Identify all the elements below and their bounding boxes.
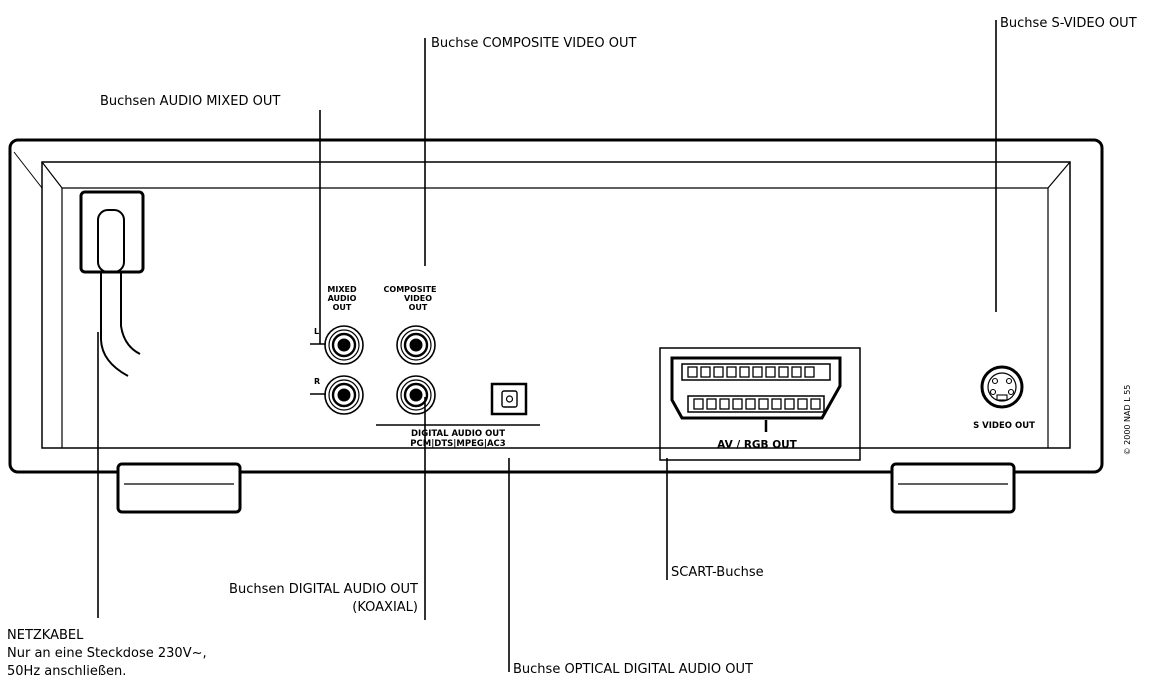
callout-digital-audio-coax-line2: (KOAXIAL) xyxy=(352,600,418,615)
scart-connector xyxy=(659,347,861,461)
scart-shell xyxy=(670,356,842,420)
composite-text-1: COMPOSITE xyxy=(384,285,437,294)
callout-digital-audio-coax-line1: Buchsen DIGITAL AUDIO OUT xyxy=(229,582,418,597)
power-cord xyxy=(79,190,145,377)
mixed-audio-text-3: OUT xyxy=(333,303,352,312)
rca-jack-digital-coax xyxy=(396,375,436,415)
digital-audio-out-panel-label: DIGITAL AUDIO OUT PCM|DTS|MPEG|AC3 xyxy=(410,429,506,449)
foot-left xyxy=(116,462,242,514)
rca-jacks xyxy=(324,325,436,415)
callout-netzkabel-line1: NETZKABEL xyxy=(7,628,84,643)
svideo-panel-label: S VIDEO OUT xyxy=(973,421,1035,431)
callout-s-video-out: Buchse S-VIDEO OUT xyxy=(1000,16,1137,31)
chassis xyxy=(8,138,1104,474)
power-socket xyxy=(79,190,145,274)
callout-optical-digital-audio-out: Buchse OPTICAL DIGITAL AUDIO OUT xyxy=(513,662,753,677)
digital-audio-text-1: DIGITAL AUDIO OUT xyxy=(411,429,505,439)
optical-jack xyxy=(490,382,528,416)
callout-netzkabel-line3: 50Hz anschließen. xyxy=(7,664,127,679)
bevel-left-diag xyxy=(41,161,63,189)
callout-netzkabel-line2: Nur an eine Steckdose 230V~, xyxy=(7,646,207,661)
chassis-inner xyxy=(41,161,1071,449)
mixed-audio-out-panel-label: MIXED AUDIO OUT xyxy=(327,285,357,312)
callout-audio-mixed-out: Buchsen AUDIO MIXED OUT xyxy=(100,94,281,109)
svideo-connector xyxy=(980,365,1024,409)
bevel-right-diag xyxy=(1047,161,1071,189)
bevel-left-stub xyxy=(13,151,43,189)
copyright-label: © 2000 NAD L 55 xyxy=(1123,385,1132,456)
channel-left-label: L xyxy=(314,327,319,336)
mixed-audio-text-1: MIXED xyxy=(327,285,357,294)
channel-right-label: R xyxy=(314,377,320,386)
digital-audio-text-2: PCM|DTS|MPEG|AC3 xyxy=(410,439,506,449)
composite-text-3: OUT xyxy=(409,303,428,312)
power-cable-left xyxy=(100,272,129,377)
scart-panel-label: AV / RGB OUT xyxy=(717,439,798,451)
rca-jack-composite-video xyxy=(396,325,436,365)
scart-frame xyxy=(659,347,861,461)
rca-jack-audio-left xyxy=(324,325,364,365)
foot-right xyxy=(890,462,1016,514)
mixed-audio-text-2: AUDIO xyxy=(328,294,357,303)
power-cable-right xyxy=(120,272,141,355)
scart-pins-top xyxy=(687,366,815,378)
channel-markers: L R xyxy=(314,327,320,386)
leader-lines xyxy=(97,20,997,672)
power-plug xyxy=(97,209,125,273)
scart-pins-bottom xyxy=(693,398,821,410)
callout-scart: SCART-Buchse xyxy=(671,565,764,580)
callout-composite-video-out: Buchse COMPOSITE VIDEO OUT xyxy=(431,36,637,51)
feet xyxy=(116,462,1016,514)
rca-jack-audio-right xyxy=(324,375,364,415)
chassis-outer xyxy=(8,138,1104,474)
composite-video-out-panel-label: COMPOSITE VIDEO OUT xyxy=(384,285,437,312)
composite-text-2: VIDEO xyxy=(404,294,432,303)
